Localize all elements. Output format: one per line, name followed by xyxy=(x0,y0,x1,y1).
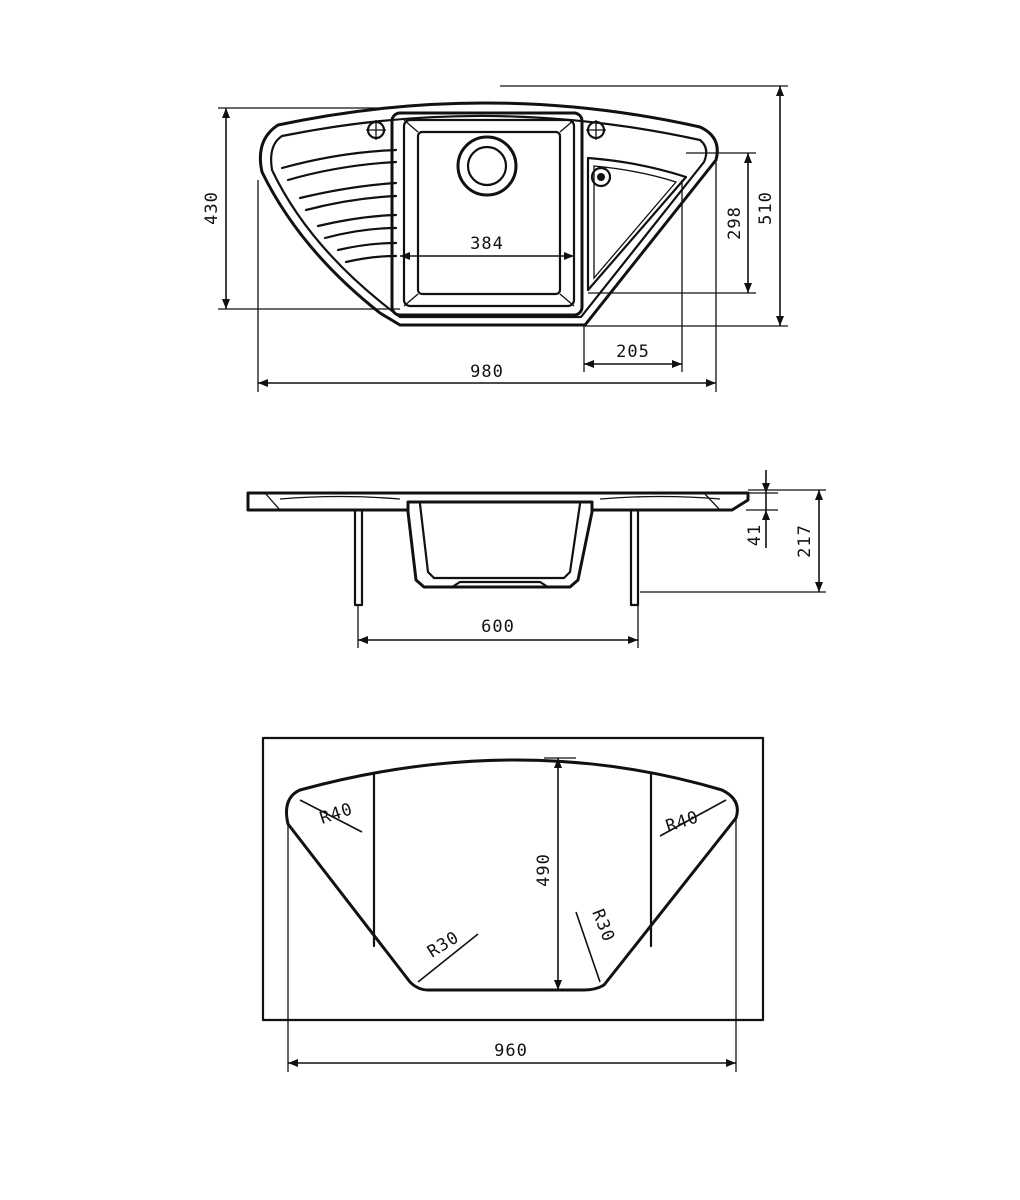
dimension-600: 600 xyxy=(357,605,639,648)
cutout-shape xyxy=(285,758,739,992)
top-view: 980 430 510 298 384 xyxy=(202,85,788,392)
dimension-384: 384 xyxy=(400,234,574,257)
drainer-rib-2b xyxy=(304,194,398,212)
dimension-217: 217 xyxy=(640,489,826,593)
drainer-rib-1b xyxy=(286,160,398,182)
drainer-rib-4b xyxy=(344,254,398,264)
radius-r30-left: R30 xyxy=(417,927,479,983)
dimension-510: 510 xyxy=(500,85,788,327)
radius-r40-right: R40 xyxy=(659,799,727,837)
side-view: 41 217 600 xyxy=(246,470,826,648)
dimension-980-label: 980 xyxy=(470,362,504,382)
bowl-profile-inner xyxy=(418,502,582,580)
dimension-205: 205 xyxy=(583,180,683,372)
drainer-rib-3b xyxy=(323,226,398,240)
drainer-rib-3 xyxy=(316,213,398,228)
dimension-430: 430 xyxy=(202,107,400,310)
small-drainer-bowl-inner xyxy=(593,165,678,280)
dimension-217-label: 217 xyxy=(795,524,815,558)
dimension-980: 980 xyxy=(257,162,717,392)
dimension-960-label: 960 xyxy=(494,1041,528,1061)
bowl-drain-icon xyxy=(456,135,518,197)
dimension-41: 41 xyxy=(745,470,778,548)
dimension-41-label: 41 xyxy=(745,524,765,546)
dimension-205-label: 205 xyxy=(616,342,650,362)
tap-hole-right-icon xyxy=(586,120,606,140)
dimension-600-label: 600 xyxy=(481,617,515,637)
sink-outline xyxy=(258,101,719,327)
small-drainer-bowl xyxy=(586,156,688,292)
rim-detail-left xyxy=(279,495,401,500)
radius-r30-right-label: R30 xyxy=(587,906,618,945)
dimension-430-label: 430 xyxy=(202,191,222,225)
radius-r30-left-label: R30 xyxy=(424,927,463,962)
radius-r40-left: R40 xyxy=(299,799,363,833)
cutout-view: 490 R40 R40 R30 R30 960 xyxy=(261,736,765,1072)
sink-inner-rim xyxy=(270,114,708,319)
countertop-outline xyxy=(261,736,765,1022)
dimension-298: 298 xyxy=(588,152,756,294)
drainer-rib-1 xyxy=(280,148,398,170)
dimension-960: 960 xyxy=(287,818,737,1072)
dimension-298-label: 298 xyxy=(725,206,745,240)
bowl-profile xyxy=(406,502,594,589)
radius-r40-right-label: R40 xyxy=(663,807,701,836)
overflow-hole-icon xyxy=(590,166,612,188)
tap-hole-left-icon xyxy=(366,120,386,140)
dimension-490: 490 xyxy=(534,757,576,991)
dimension-arrowheads xyxy=(222,86,823,1067)
drainer-rib-4 xyxy=(336,241,398,252)
leg-left xyxy=(353,508,364,607)
dimension-490-label: 490 xyxy=(534,853,554,887)
rim-detail-right xyxy=(599,495,721,500)
radius-r30-right: R30 xyxy=(575,906,619,983)
drainer-rib-2 xyxy=(298,181,398,200)
dimension-384-label: 384 xyxy=(470,234,504,254)
sink-rim-profile xyxy=(246,491,750,512)
leg-right xyxy=(629,508,640,607)
dimension-510-label: 510 xyxy=(756,191,776,225)
main-bowl xyxy=(390,111,584,317)
radius-r40-left-label: R40 xyxy=(317,799,355,828)
drain-outlet xyxy=(450,580,550,589)
